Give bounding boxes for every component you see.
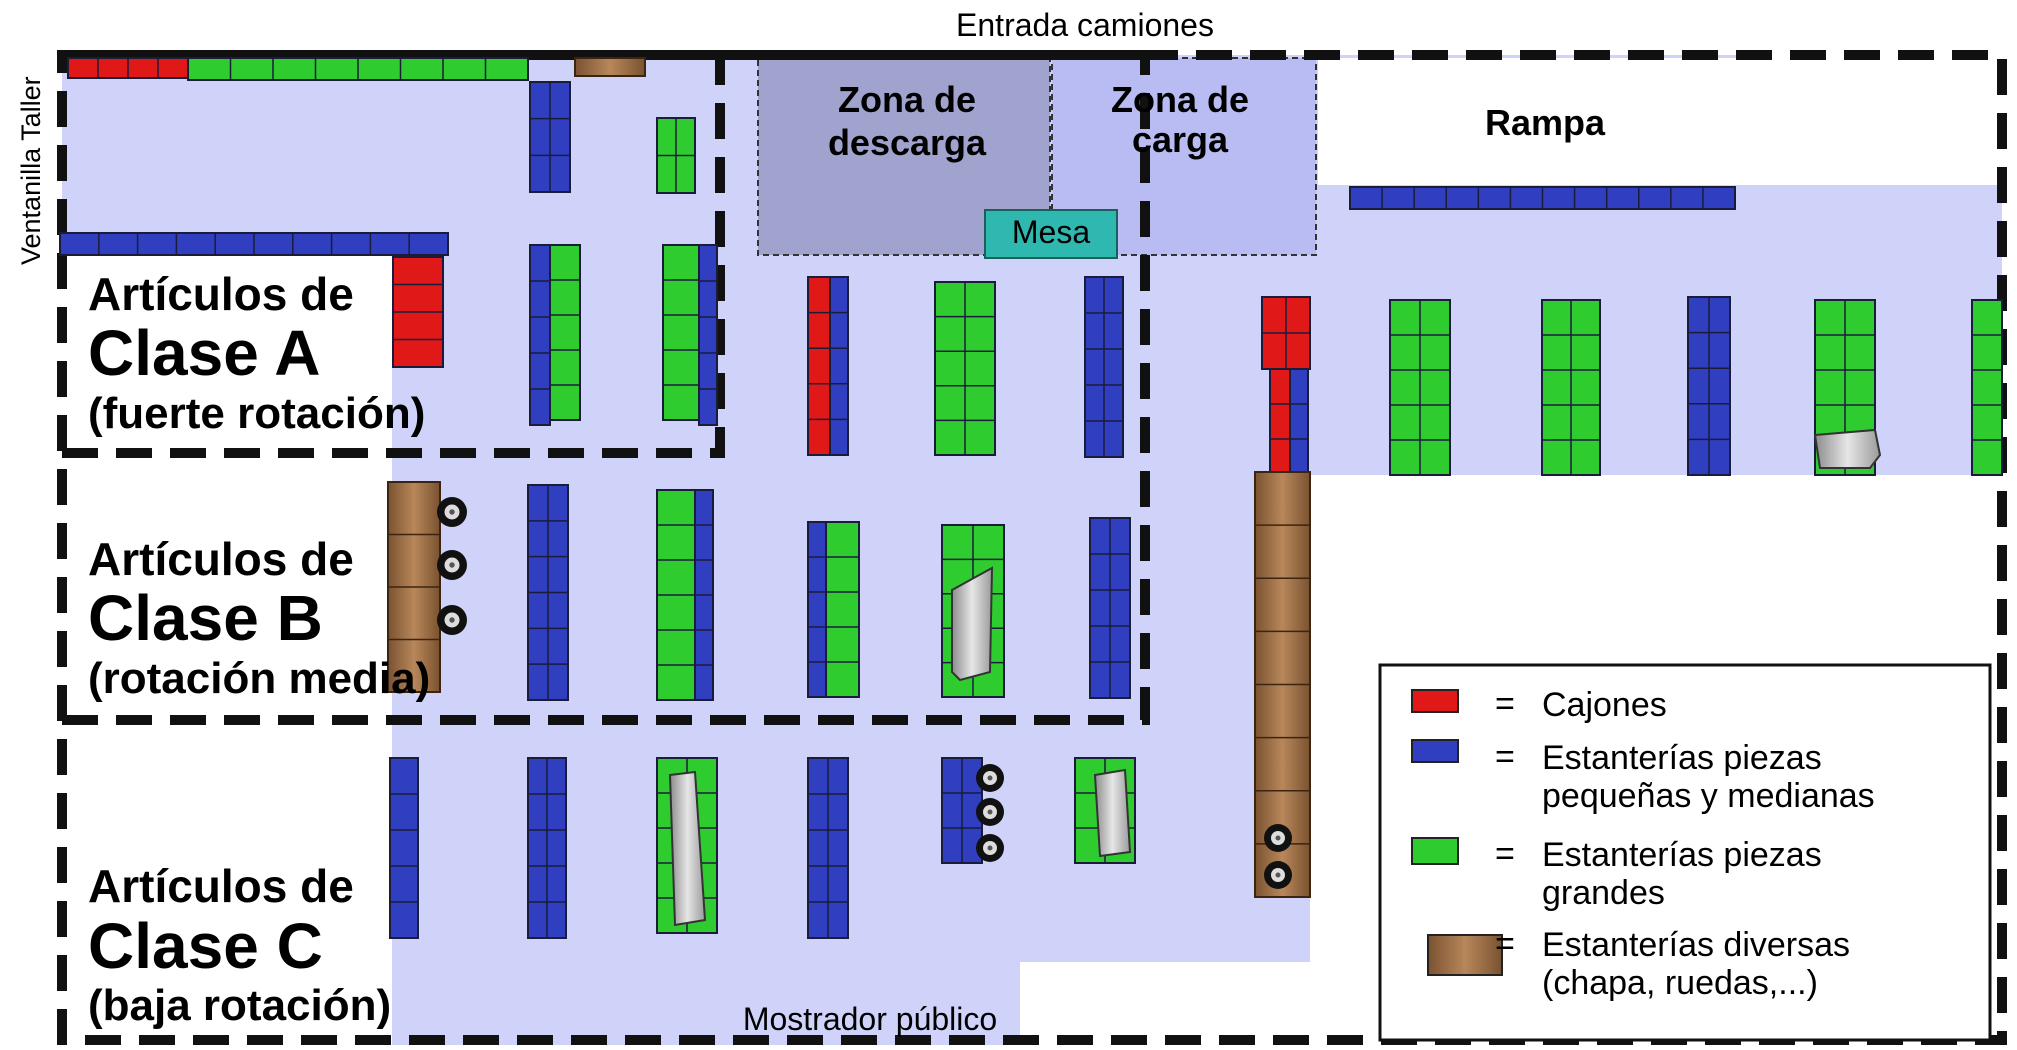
drawer-column-r1: [1261, 296, 1311, 370]
small-shelf-row-a: [59, 232, 449, 256]
legend-text-small-shelves-2: pequeñas y medianas: [1542, 777, 1875, 815]
workshop-window-label: Ventanilla Taller: [16, 76, 46, 265]
load-zone-label-1: Zona de: [1111, 79, 1249, 120]
class-c-line3: (baja rotación): [88, 981, 391, 1030]
class-a-label: Artículos de Clase A (fuerte rotación): [88, 268, 425, 438]
large-shelf-r3: [1541, 299, 1601, 476]
small-shelf-b3: [807, 521, 827, 698]
large-shelf-b2: [656, 489, 696, 701]
drawer-column-r1b: [1269, 368, 1291, 475]
legend-text-misc-shelves-1: Estanterías diversas: [1542, 926, 1850, 964]
metal-sheet-r: [1813, 428, 1882, 469]
small-shelf-b5: [1089, 517, 1131, 699]
small-shelf-a1: [529, 81, 571, 193]
small-shelf-c4: [807, 757, 849, 939]
legend-text-large-shelves-2: grandes: [1542, 874, 1665, 912]
metal-sheet-c2: [1093, 768, 1132, 858]
small-shelf-m3: [1084, 276, 1124, 458]
small-shelf-ramp: [1349, 186, 1736, 210]
wheel-b-1: [437, 497, 467, 527]
legend-text-small-shelves-1: Estanterías piezas: [1542, 739, 1822, 777]
drawer-cabinet-a: [392, 256, 444, 368]
class-a-line1: Artículos de: [88, 268, 354, 320]
legend-eq-2: =: [1495, 738, 1515, 776]
small-shelf-r1: [1289, 368, 1309, 475]
legend-text-large-shelves-1: Estanterías piezas: [1542, 836, 1822, 874]
small-shelf-b2: [694, 489, 714, 701]
wheel-b-3: [437, 605, 467, 635]
large-shelf-a3: [662, 244, 700, 421]
legend-swatch-large-shelves: [1411, 837, 1459, 865]
small-shelf-c5: [941, 757, 983, 864]
work-table-label: Mesa: [1012, 214, 1090, 250]
legend-swatch-small-shelves: [1411, 739, 1459, 763]
legend-text-misc-shelves-2: (chapa, ruedas,...): [1542, 964, 1818, 1002]
small-shelf-a2: [529, 244, 551, 426]
class-b-frame: [62, 55, 1150, 725]
legend-text-drawers: Cajones: [1542, 686, 1667, 724]
extras-layer: [437, 428, 1882, 927]
legend-eq-3: =: [1495, 835, 1515, 873]
small-shelf-r4: [1687, 296, 1731, 476]
small-shelf-c2: [527, 757, 567, 939]
large-shelf-r6: [1971, 299, 2003, 476]
legend-box: [1378, 663, 1992, 1042]
small-shelf-b1: [527, 484, 569, 701]
large-shelf-b3: [825, 521, 860, 698]
misc-shelf-top: [574, 57, 646, 77]
metal-sheet-b: [951, 566, 994, 682]
legend-swatch-misc-shelves: [1427, 934, 1503, 976]
ramp-label: Rampa: [1485, 102, 1606, 143]
class-a-line2: Clase A: [88, 317, 320, 389]
counter-gap: [1020, 962, 1310, 1044]
drawer-column-m1: [807, 276, 831, 456]
wheel-c-2: [976, 798, 1004, 826]
small-shelf-m1: [829, 276, 849, 456]
class-a-line3: (fuerte rotación): [88, 389, 425, 438]
class-b-line3: (rotación media): [88, 654, 430, 703]
class-area-white: [62, 255, 392, 1050]
legend-eq-1: =: [1495, 685, 1515, 723]
large-shelf-r2: [1389, 299, 1451, 476]
legend-eq-4: =: [1495, 925, 1515, 963]
wheel-long-2: [1264, 861, 1292, 889]
legend-swatch-drawers: [1411, 689, 1459, 713]
unload-zone-label-1: Zona de: [838, 79, 976, 120]
outer-frame: [57, 50, 2007, 1045]
truck-entrance-label: Entrada camiones: [956, 7, 1214, 43]
small-shelf-c1: [389, 757, 419, 939]
legend: = Cajones = Estanterías piezas pequeñas …: [1378, 663, 1992, 1042]
misc-shelf-b1: [387, 481, 441, 693]
class-c-line2: Clase C: [88, 910, 323, 982]
public-counter-label: Mostrador público: [743, 1001, 997, 1037]
load-zone-label-2: carga: [1132, 119, 1229, 160]
wheel-c-1: [976, 764, 1004, 792]
wheel-c-3: [976, 834, 1004, 862]
class-c-line1: Artículos de: [88, 860, 354, 912]
small-shelf-a3: [698, 244, 718, 426]
unload-zone-label-2: descarga: [828, 122, 987, 163]
class-c-label: Artículos de Clase C (baja rotación): [88, 860, 391, 1030]
class-b-label: Artículos de Clase B (rotación media): [88, 533, 430, 703]
class-b-line1: Artículos de: [88, 533, 354, 585]
metal-sheet-c1: [668, 770, 707, 927]
large-shelf-row-top: [187, 57, 529, 81]
ramp-area: [1318, 58, 1773, 185]
wheel-b-2: [437, 550, 467, 580]
large-shelf-m2: [934, 281, 996, 456]
large-shelf-a2: [549, 244, 581, 421]
work-table: [984, 209, 1118, 259]
class-a-frame: [62, 55, 725, 458]
wheel-long-1: [1264, 824, 1292, 852]
shelf-layer: [59, 57, 2003, 939]
large-shelf-a1: [656, 117, 696, 194]
drawer-row-top: [67, 57, 189, 79]
class-b-line2: Clase B: [88, 582, 323, 654]
